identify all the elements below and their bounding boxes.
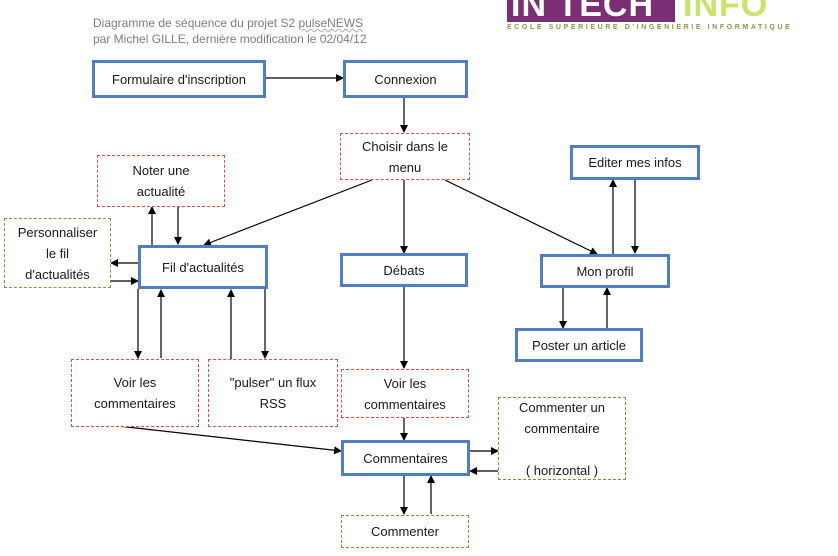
node-commenter-un-commentaire: Commenter un commentaire ( horizontal ) [498,397,626,480]
node-voir-commentaires-centre: Voir les commentaires [341,369,469,418]
logo-background [507,0,675,22]
node-pulser-label: "pulser" un flux RSS [229,375,317,411]
node-voir-gauche-label: Voir les commentaires [94,375,176,411]
node-editer-infos: Editer mes infos [570,145,700,180]
caption-line-1: Diagramme de séquence du projet S2 pulse… [93,16,364,30]
node-poster-article: Poster un article [515,328,643,362]
node-pulser-flux-rss: "pulser" un flux RSS [208,359,338,427]
node-choisir-menu: Choisir dans le menu [340,133,470,180]
node-fil-actualites: Fil d'actualités [138,245,268,289]
node-commenter: Commenter [341,515,469,548]
node-commentaires-label: Commentaires [363,450,448,466]
arrow-choisir-to-profil [444,179,598,255]
node-poster-label: Poster un article [532,337,626,353]
node-noter-label: Noter une actualité [132,163,190,199]
node-formulaire-inscription: Formulaire d'inscription [92,60,266,98]
node-debats: Débats [340,253,468,287]
node-commentaires: Commentaires [341,440,470,476]
node-profil-label: Mon profil [576,263,634,279]
project-name: pulseNEWS [298,16,364,30]
logo-word-info: INFO [683,0,769,24]
node-connexion: Connexion [343,60,468,98]
logo-tagline: ECOLE SUPERIEURE D'INGENIERIE INFORMATIQ… [507,24,793,31]
node-formulaire-label: Formulaire d'inscription [112,71,246,87]
node-mon-profil: Mon profil [540,254,670,288]
node-noter-actualite: Noter une actualité [97,155,225,207]
node-choisir-label: Choisir dans le menu [362,138,448,175]
node-personnaliser-label: Personnaliser le fil d'actualités [17,224,98,282]
node-editer-label: Editer mes infos [588,155,682,170]
node-commenter-label: Commenter [371,524,439,539]
node-voir-centre-label: Voir les commentaires [364,375,446,412]
node-commenter-un-label: Commenter un commentaire ( horizontal ) [519,399,605,478]
diagram-caption: Diagramme de séquence du projet S2 pulse… [93,15,367,47]
caption-line-2: par Michel GILLE, dernière modification … [93,32,367,46]
node-debats-label: Débats [383,262,425,278]
arrow-voir-gauche-to-commentaires [117,425,342,455]
node-fil-label: Fil d'actualités [162,259,244,275]
logo-word-intech: IN TECH [511,0,654,24]
node-connexion-label: Connexion [374,71,437,87]
arrow-choisir-to-fil [203,179,373,247]
node-voir-commentaires-gauche: Voir les commentaires [71,359,199,427]
intechinfo-logo: IN TECH INFO ECOLE SUPERIEURE D'INGENIER… [507,0,807,36]
node-personnaliser-fil: Personnaliser le fil d'actualités [4,218,111,288]
